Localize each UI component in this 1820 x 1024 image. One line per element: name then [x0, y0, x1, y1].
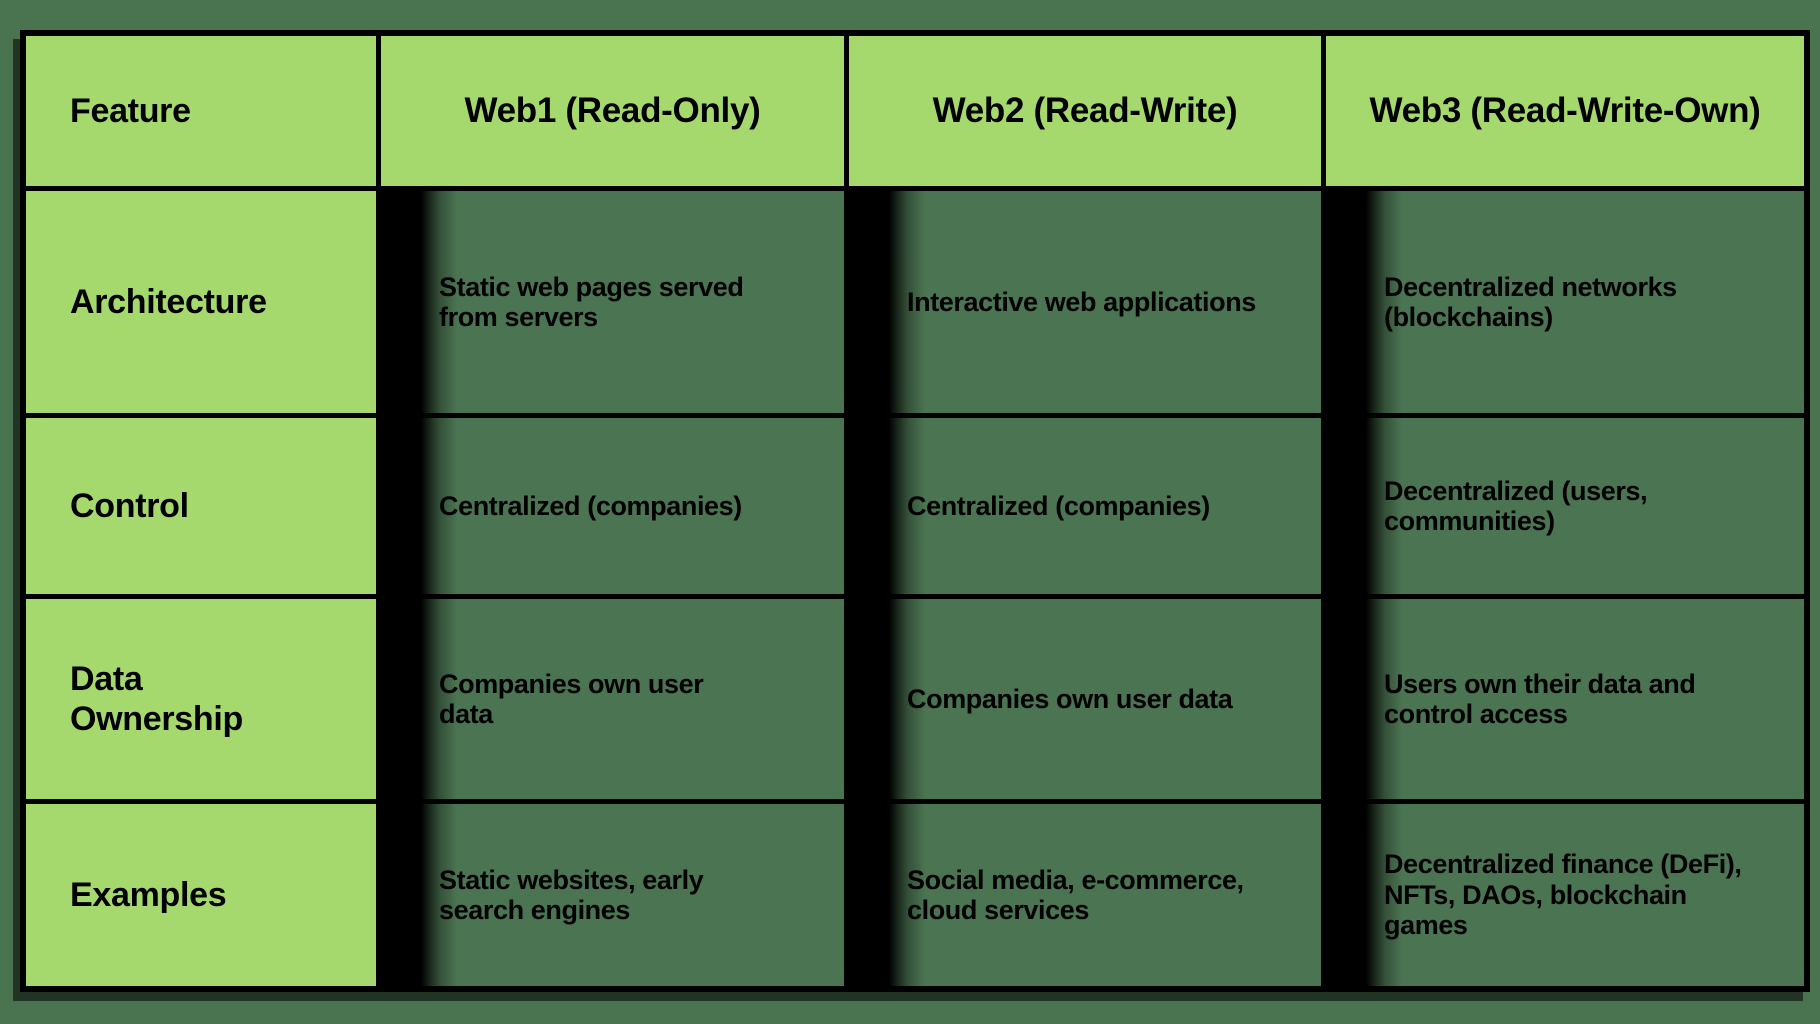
comparison-table: Feature Web1 (Read-Only) Web2 (Read-Writ… — [20, 30, 1810, 992]
header-cell-web2: Web2 (Read-Write) — [849, 36, 1321, 186]
header-cell-feature: Feature — [26, 36, 376, 186]
data-cell-control-web3: Decentralized (users, communities) — [1326, 418, 1804, 594]
data-cell-examples-web1: Static websites, early search engines — [381, 804, 844, 986]
data-cell-data-ownership-web3: Users own their data and control access — [1326, 599, 1804, 799]
data-cell-data-ownership-web1: Companies own user data — [381, 599, 844, 799]
data-cell-control-web1: Centralized (companies) — [381, 418, 844, 594]
data-cell-architecture-web1: Static web pages served from servers — [381, 191, 844, 413]
row-label-control: Control — [26, 418, 376, 594]
row-label-data-ownership: Data Ownership — [26, 599, 376, 799]
row-label-architecture: Architecture — [26, 191, 376, 413]
header-cell-web1: Web1 (Read-Only) — [381, 36, 844, 186]
data-cell-examples-web2: Social media, e-commerce, cloud services — [849, 804, 1321, 986]
row-label-examples: Examples — [26, 804, 376, 986]
data-cell-architecture-web2: Interactive web applications — [849, 191, 1321, 413]
header-cell-web3: Web3 (Read-Write-Own) — [1326, 36, 1804, 186]
data-cell-architecture-web3: Decentralized networks (blockchains) — [1326, 191, 1804, 413]
data-cell-data-ownership-web2: Companies own user data — [849, 599, 1321, 799]
data-cell-examples-web3: Decentralized finance (DeFi), NFTs, DAOs… — [1326, 804, 1804, 986]
data-cell-control-web2: Centralized (companies) — [849, 418, 1321, 594]
